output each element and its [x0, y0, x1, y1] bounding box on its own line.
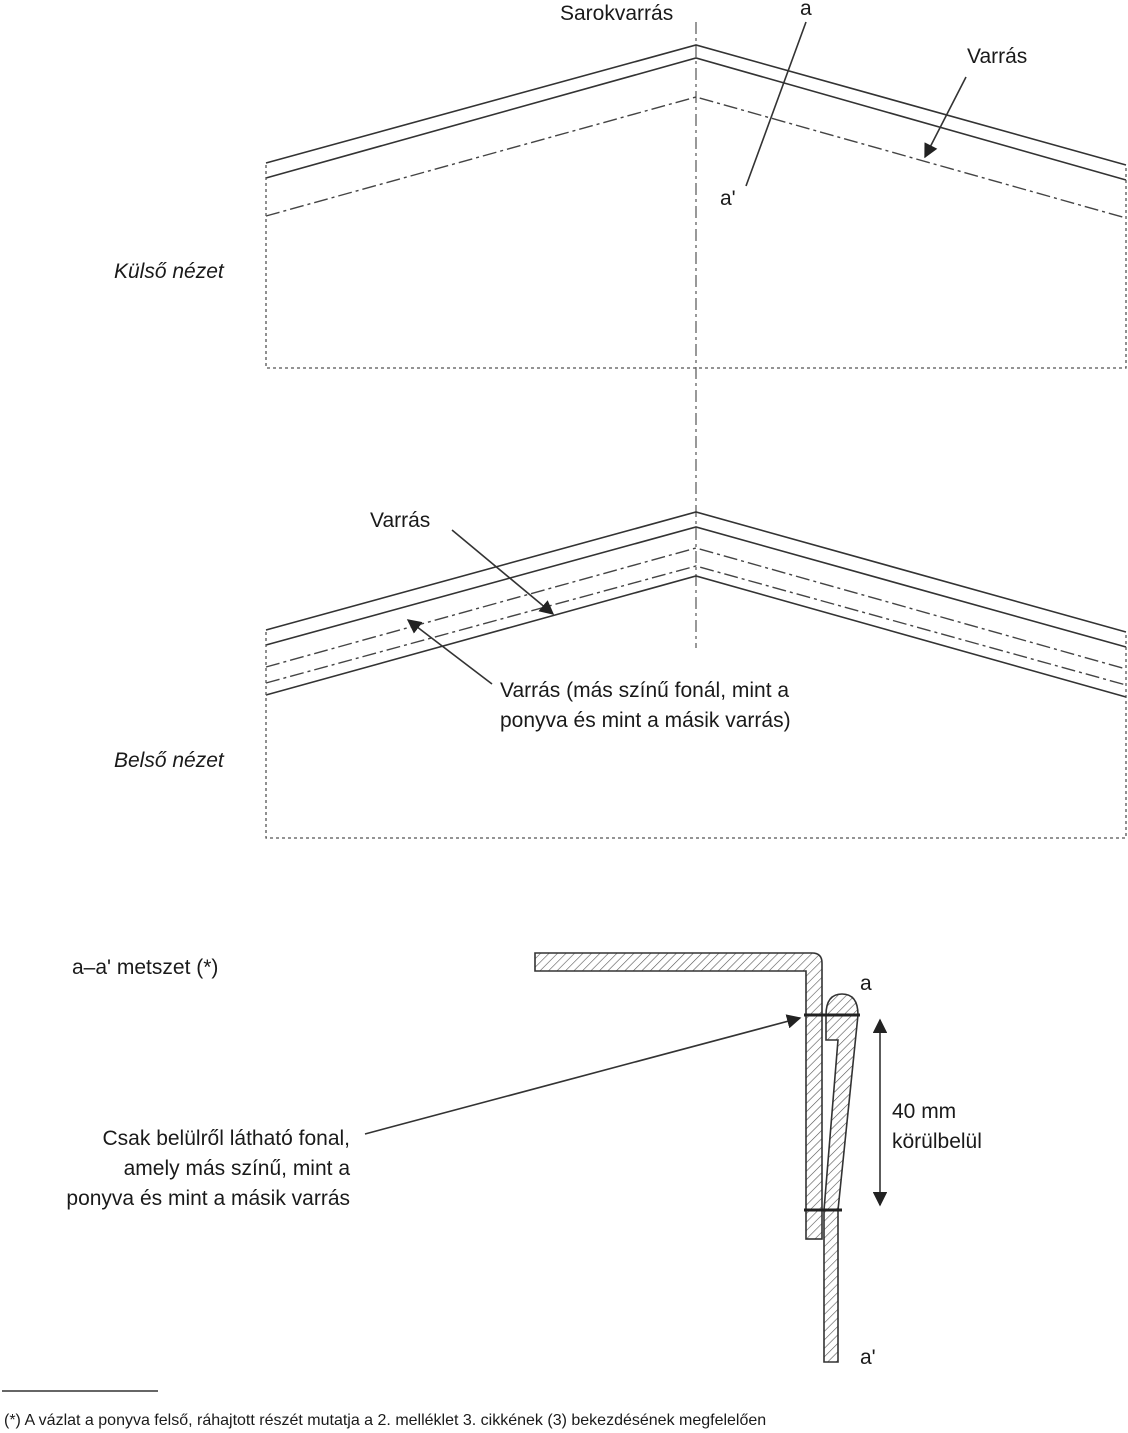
- outside-edge-inner: [265, 57, 1127, 181]
- inside-view-panel: [265, 511, 1127, 839]
- section-point-a: a: [860, 972, 872, 995]
- section-profile: [534, 952, 860, 1363]
- section-point-a-prime: a': [860, 1346, 876, 1369]
- section-point-a-top: a: [800, 0, 812, 20]
- section-title: a–a' metszet (*): [72, 956, 218, 979]
- inside-seam-line: [265, 547, 1127, 670]
- inside-view-label: Belső nézet: [114, 749, 225, 772]
- inside-seam-leader: [451, 529, 555, 615]
- seam-top-label: Varrás: [967, 45, 1027, 68]
- outside-edge-outer: [265, 44, 1127, 166]
- thread-note-line-2: amely más színű, mint a: [124, 1157, 351, 1180]
- outside-view-label: Külső nézet: [114, 260, 225, 283]
- inside-panel-outline: [265, 632, 1127, 839]
- seam-top-leader: [924, 76, 967, 159]
- thread-note-leader: [364, 1014, 802, 1135]
- outside-seam-line: [265, 96, 1127, 219]
- inside-edge-inner: [265, 526, 1127, 648]
- thread-note-line-3: ponyva és mint a másik varrás: [66, 1187, 350, 1210]
- corner-seam-label: Sarokvarrás: [560, 2, 673, 25]
- inside-edge-lower: [265, 575, 1127, 698]
- section-inner-leg: [805, 1014, 823, 1240]
- dimension-value: 40 mm: [892, 1100, 956, 1123]
- inside-colored-seam-leader: [406, 619, 493, 685]
- inside-colored-seam-line: [265, 565, 1127, 686]
- section-cut-line: [745, 21, 807, 187]
- section-outer-fold: [823, 993, 859, 1363]
- section-point-a-prime-top: a': [720, 187, 736, 210]
- inside-colored-seam-label-2: ponyva és mint a másik varrás): [500, 709, 791, 732]
- thread-note-line-1: Csak belülről látható fonal,: [103, 1127, 350, 1150]
- footnote-text: (*) A vázlat a ponyva felső, ráhajtott r…: [4, 1412, 766, 1429]
- dimension-approx: körülbelül: [892, 1130, 982, 1153]
- outside-panel-outline: [265, 165, 1127, 369]
- inside-edge-outer: [265, 511, 1127, 633]
- outside-view-panel: [265, 44, 1127, 369]
- section-top-leg: [534, 952, 823, 1016]
- inside-seam-label: Varrás: [370, 509, 430, 532]
- inside-colored-seam-label-1: Varrás (más színű fonál, mint a: [500, 679, 789, 702]
